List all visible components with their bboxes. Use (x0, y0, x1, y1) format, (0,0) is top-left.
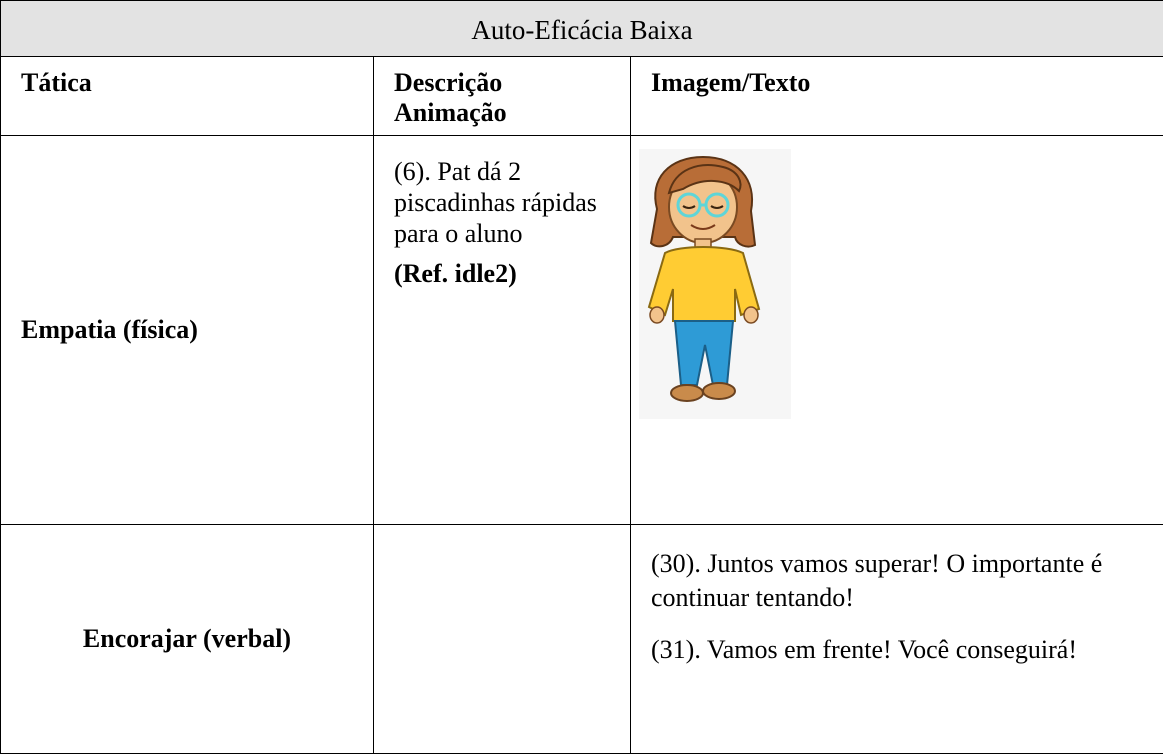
header-description-cell: Descrição Animação (374, 57, 631, 136)
speech-line-30: (30). Juntos vamos superar! O importante… (651, 547, 1153, 615)
speech-cell-encorajar: (30). Juntos vamos superar! O importante… (631, 525, 1163, 754)
description-empatia: (6). Pat dá 2 piscadinhas rápidas para o… (394, 156, 620, 249)
header-tactic-cell: Tática (1, 57, 374, 136)
table-row: Empatia (física) (6). Pat dá 2 piscadinh… (1, 136, 1163, 525)
table-row: Encorajar (verbal) (30). Juntos vamos su… (1, 525, 1163, 754)
tactic-cell-empatia: Empatia (física) (1, 136, 374, 525)
header-description-line2: Animação (394, 98, 507, 127)
header-tactic: Tática (21, 68, 92, 97)
speech-line-31: (31). Vamos em frente! Você conseguirá! (651, 633, 1153, 667)
header-image-text-cell: Imagem/Texto (631, 57, 1163, 136)
title-row: Auto-Eficácia Baixa (1, 1, 1163, 57)
reference-empatia: (Ref. idle2) (394, 258, 620, 289)
header-description-line1: Descrição (394, 68, 502, 97)
header-image-text: Imagem/Texto (651, 68, 810, 97)
header-row: Tática Descrição Animação Imagem/Texto (1, 57, 1163, 136)
description-cell-empatia: (6). Pat dá 2 piscadinhas rápidas para o… (374, 136, 631, 525)
tactic-encorajar: Encorajar (verbal) (83, 624, 291, 653)
tactic-empatia: Empatia (física) (21, 315, 198, 344)
pat-character-icon (639, 149, 791, 419)
tactic-cell-encorajar: Encorajar (verbal) (1, 525, 374, 754)
character-image (639, 149, 791, 419)
table-title-cell: Auto-Eficácia Baixa (1, 1, 1163, 57)
image-cell-empatia (631, 136, 1163, 525)
description-cell-encorajar (374, 525, 631, 754)
table-title: Auto-Eficácia Baixa (471, 13, 692, 44)
